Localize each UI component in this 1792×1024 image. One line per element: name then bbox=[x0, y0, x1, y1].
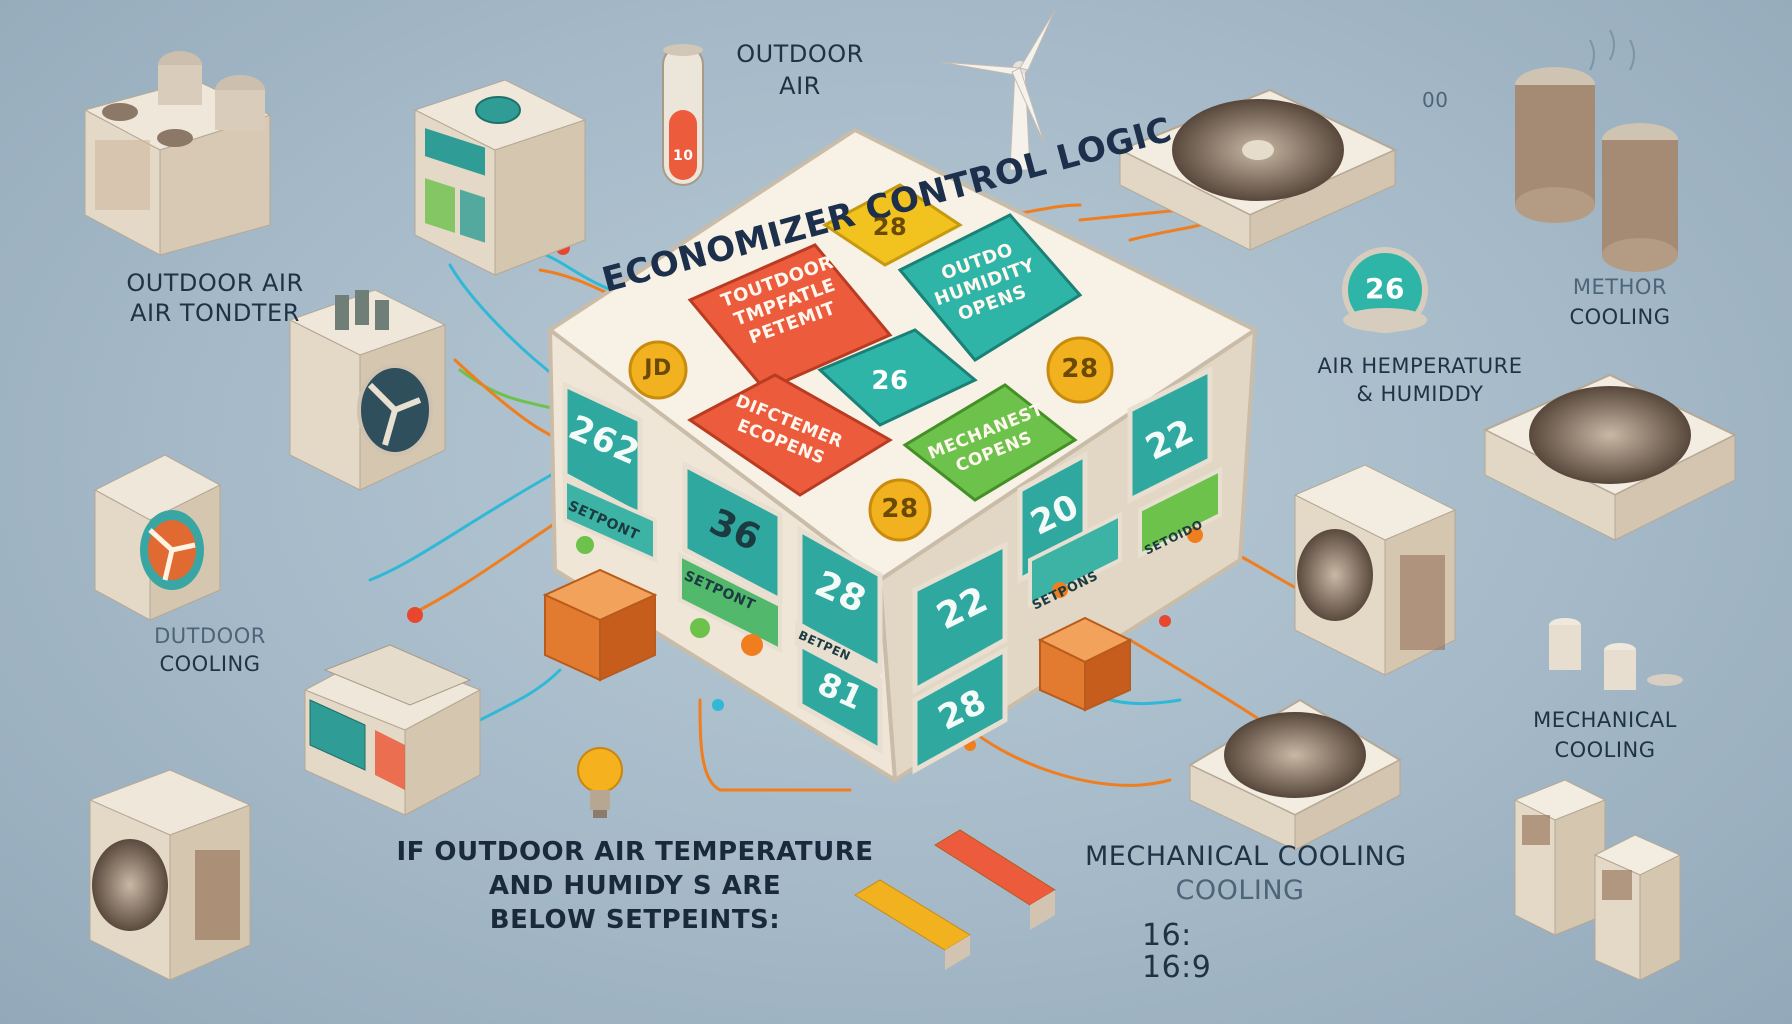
label-line: AIR HEMPERATURE bbox=[1317, 354, 1523, 378]
label-line: METHOR bbox=[1572, 275, 1668, 299]
top-badges bbox=[628, 247, 1428, 542]
label-line: MECHANICAL COOLING bbox=[1085, 841, 1407, 872]
top-panels bbox=[687, 183, 1083, 502]
ratio-readout: 16: 16:9 bbox=[1142, 920, 1211, 984]
badge-yellow-top: 28 bbox=[860, 213, 920, 241]
label-mechanical-cooling-right: MECHANICAL COOLING bbox=[1510, 705, 1700, 765]
thermometer-tube bbox=[662, 44, 704, 186]
label-air-temperature: AIR HEMPERATURE & HUMIDDY bbox=[1290, 352, 1550, 408]
rule-line: IF OUTDOOR AIR TEMPERATURE bbox=[396, 837, 874, 867]
fan-unit-orange bbox=[93, 454, 222, 621]
outdoor-air-unit-top-left bbox=[83, 51, 272, 256]
setpoint-strips bbox=[563, 466, 1222, 690]
front-displays bbox=[562, 365, 1213, 775]
badge-value: 28 bbox=[1061, 354, 1099, 384]
badge-value: 28 bbox=[881, 494, 919, 524]
thermometer-readout: 10 bbox=[673, 148, 693, 164]
label-line: COOLING bbox=[1569, 305, 1671, 329]
badge-value: 28 bbox=[872, 213, 908, 241]
ratio-line: 16:9 bbox=[1142, 950, 1212, 985]
corner-value: 00 bbox=[1422, 88, 1449, 112]
junction-boxes bbox=[542, 568, 1133, 712]
dial-value: 26 bbox=[1365, 272, 1405, 305]
tube-value: 10 bbox=[673, 148, 694, 164]
badge-value: 26 bbox=[871, 366, 909, 396]
label-outdoor-air-top: OUTDOOR AIR bbox=[720, 38, 880, 102]
label-line: DUTDOOR bbox=[154, 624, 266, 648]
tall-units-bottom-right bbox=[1513, 779, 1682, 981]
dial-readout: 26 bbox=[1355, 272, 1415, 305]
thermostat-display bbox=[303, 644, 482, 816]
label-line: OUTDOOR AIR bbox=[126, 269, 304, 297]
ac-unit-right bbox=[1293, 464, 1457, 676]
light-bulb-icon bbox=[577, 747, 623, 818]
control-knobs bbox=[576, 527, 1203, 656]
label-line: AIR bbox=[779, 72, 821, 100]
badge-right: 28 bbox=[1050, 354, 1110, 384]
control-panel-box bbox=[413, 79, 587, 276]
ratio-line: 16: bbox=[1142, 918, 1192, 953]
condenser-fan-top bbox=[1117, 88, 1398, 251]
label-method-cooling: METHOR COOLING bbox=[1530, 272, 1710, 332]
condenser-fan-right bbox=[1482, 373, 1738, 541]
small-containers bbox=[1549, 618, 1683, 690]
badge-bottom: 28 bbox=[870, 494, 930, 524]
condenser-fan-bottom bbox=[1187, 698, 1403, 851]
corner-readout: 00 bbox=[1422, 88, 1448, 112]
ac-unit-bottom-left bbox=[88, 769, 252, 981]
label-line: MECHANICAL bbox=[1533, 708, 1677, 732]
label-line: COOLING bbox=[1554, 738, 1656, 762]
label-outdoor-cooling: DUTDOOR COOLING bbox=[120, 622, 300, 678]
rule-line: BELOW SETPEINTS: bbox=[489, 905, 781, 935]
badge-value: JD bbox=[644, 356, 672, 381]
bottom-sliders bbox=[854, 829, 1056, 970]
badge-center: 26 bbox=[860, 366, 920, 396]
badge-left: JD bbox=[630, 356, 686, 381]
label-line: COOLING bbox=[159, 652, 261, 676]
label-line: OUTDOOR bbox=[736, 40, 864, 68]
cylinder-units bbox=[1515, 29, 1678, 272]
rule-line: AND HUMIDY S ARE bbox=[488, 871, 782, 901]
label-mechanical-cooling-bottom: MECHANICAL COOLING COOLING bbox=[1085, 840, 1407, 908]
wind-turbine bbox=[939, 9, 1056, 171]
label-line: AIR TONDTER bbox=[130, 299, 300, 327]
label-outdoor-air-left: OUTDOOR AIR AIR TONDTER bbox=[100, 268, 330, 328]
label-line: COOLING bbox=[1175, 875, 1305, 906]
fan-unit-left bbox=[288, 289, 447, 491]
label-line: & HUMIDDY bbox=[1356, 382, 1484, 406]
rule-statement: IF OUTDOOR AIR TEMPERATURE AND HUMIDY S … bbox=[395, 835, 875, 937]
